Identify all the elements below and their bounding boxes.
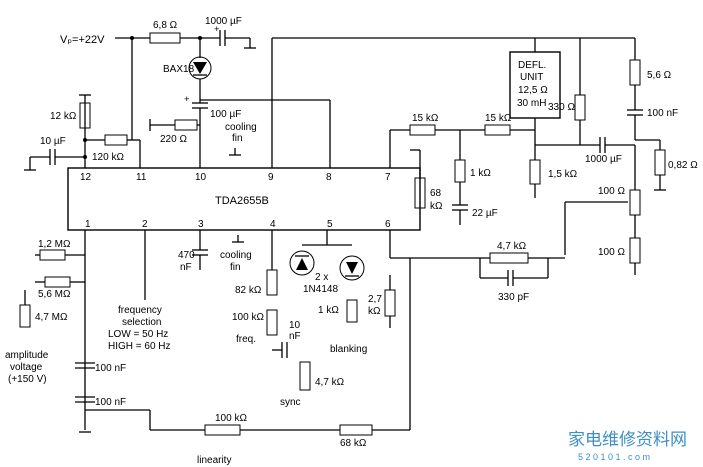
right-pot: 100 Ω 100 Ω — [564, 186, 641, 275]
svg-text:amplitude: amplitude — [5, 350, 49, 361]
svg-text:5 2 0 1 0 1 . c o m: 5 2 0 1 0 1 . c o m — [578, 452, 650, 462]
svg-text:100 Ω: 100 Ω — [598, 247, 625, 258]
svg-text:家电维修资料网: 家电维修资料网 — [568, 430, 687, 450]
svg-text:+: + — [214, 24, 220, 35]
svg-text:0,82 Ω: 0,82 Ω — [668, 160, 698, 171]
svg-text:470: 470 — [178, 250, 195, 261]
pin-9: 9 — [268, 172, 274, 183]
svg-text:100 nF: 100 nF — [647, 108, 678, 119]
pin-11: 11 — [136, 172, 147, 183]
svg-text:UNIT: UNIT — [520, 72, 543, 83]
svg-text:frequency: frequency — [118, 305, 162, 316]
watermark: 家电维修资料网 5 2 0 1 0 1 . c o m — [568, 430, 687, 462]
right-supply: DEFL. UNIT 12,5 Ω 30 mH 5,6 Ω 100 nF 0,8… — [271, 37, 698, 191]
deflection-unit — [509, 51, 561, 119]
pin-3: 3 — [198, 219, 204, 230]
svg-text:linearity: linearity — [197, 455, 231, 466]
timing-network: 470 nF cooling fin 82 kΩ 100 kΩ freq. 10… — [178, 230, 367, 408]
bax18-label: BAX18 — [163, 64, 195, 75]
pin7-network: 15 kΩ 15 kΩ 1 kΩ 22 µF 1,5 kΩ 68 kΩ — [389, 113, 578, 225]
svg-text:kΩ: kΩ — [368, 306, 381, 317]
r-6-8-label: 6,8 Ω — [153, 20, 178, 31]
bax18-diode: BAX18 + 100 µF 220 Ω cooling fin — [149, 36, 331, 168]
svg-text:10: 10 — [289, 320, 301, 331]
c-1000-top-label: 1000 µF — [205, 16, 242, 27]
svg-text:LOW = 50 Hz: LOW = 50 Hz — [108, 329, 168, 340]
r-12k-label: 12 kΩ — [50, 111, 77, 122]
svg-text:(+150 V): (+150 V) — [8, 374, 47, 385]
svg-text:30 mH: 30 mH — [517, 98, 546, 109]
amplitude-network: 1,2 MΩ 5,6 MΩ 4,7 MΩ amplitude voltage (… — [5, 230, 171, 433]
svg-text:82 kΩ: 82 kΩ — [235, 285, 262, 296]
resistor-6-8-ohm — [149, 32, 181, 44]
svg-text:fin: fin — [230, 262, 241, 273]
svg-text:100 nF: 100 nF — [95, 397, 126, 408]
svg-text:kΩ: kΩ — [430, 201, 443, 212]
input-network: 12 kΩ 120 kΩ 10 µF — [24, 94, 141, 171]
svg-text:2 x: 2 x — [315, 272, 328, 283]
svg-text:1 kΩ: 1 kΩ — [318, 305, 339, 316]
svg-text:1,2 MΩ: 1,2 MΩ — [38, 239, 71, 250]
svg-text:5,6 Ω: 5,6 Ω — [647, 70, 672, 81]
svg-text:2,7: 2,7 — [368, 294, 382, 305]
svg-text:cooling: cooling — [220, 250, 252, 261]
svg-text:4,7 kΩ: 4,7 kΩ — [497, 241, 527, 252]
linearity-network: 100 kΩ linearity 68 kΩ — [85, 409, 410, 466]
svg-text:100 nF: 100 nF — [95, 363, 126, 374]
svg-text:selection: selection — [122, 317, 161, 328]
svg-text:22 µF: 22 µF — [472, 208, 498, 219]
pin-1: 1 — [85, 219, 91, 230]
svg-text:68 kΩ: 68 kΩ — [340, 438, 367, 449]
supply-rail: Vₚ=+22V 6,8 Ω + 1000 µF — [60, 16, 256, 140]
svg-text:100 kΩ: 100 kΩ — [232, 312, 264, 323]
svg-text:330 Ω: 330 Ω — [548, 102, 575, 113]
supply-label: Vₚ=+22V — [60, 34, 105, 46]
svg-text:4,7 MΩ: 4,7 MΩ — [35, 312, 68, 323]
svg-text:freq.: freq. — [236, 334, 256, 345]
c-10u-label: 10 µF — [40, 136, 66, 147]
svg-text:voltage: voltage — [10, 362, 43, 373]
pin-5: 5 — [327, 219, 333, 230]
svg-text:HIGH = 60 Hz: HIGH = 60 Hz — [108, 341, 171, 352]
pin-7: 7 — [385, 172, 391, 183]
svg-text:1 kΩ: 1 kΩ — [470, 168, 491, 179]
pin-6: 6 — [385, 219, 391, 230]
svg-text:DEFL.: DEFL. — [518, 60, 546, 71]
svg-text:100 Ω: 100 Ω — [598, 186, 625, 197]
cooling-fin-top-2: fin — [232, 133, 243, 144]
svg-text:4,7 kΩ: 4,7 kΩ — [315, 377, 345, 388]
svg-text:100 kΩ: 100 kΩ — [215, 413, 247, 424]
svg-text:blanking: blanking — [330, 344, 367, 355]
svg-text:68: 68 — [430, 188, 442, 199]
pin6-feedback: 4,7 kΩ 330 pF 2,7 kΩ — [368, 230, 565, 430]
c-100u-label: 100 µF — [210, 109, 241, 120]
ic-body — [67, 167, 421, 231]
r-120k-label: 120 kΩ — [92, 152, 124, 163]
ic-name: TDA2655B — [215, 195, 269, 207]
svg-text:nF: nF — [180, 262, 192, 273]
pin-12: 12 — [80, 172, 92, 183]
r-220-label: 220 Ω — [160, 134, 187, 145]
svg-text:330 pF: 330 pF — [498, 292, 529, 303]
resistor-120k — [104, 134, 128, 146]
resistor-12k — [79, 102, 91, 129]
svg-text:12,5 Ω: 12,5 Ω — [518, 85, 548, 96]
svg-text:+: + — [184, 94, 190, 105]
pin-8: 8 — [326, 172, 332, 183]
svg-text:sync: sync — [280, 397, 301, 408]
svg-text:1,5 kΩ: 1,5 kΩ — [548, 169, 578, 180]
pin-4: 4 — [270, 219, 276, 230]
svg-text:nF: nF — [289, 331, 301, 342]
cooling-fin-top-1: cooling — [225, 122, 257, 133]
svg-text:15 kΩ: 15 kΩ — [412, 113, 439, 124]
pin-2: 2 — [142, 219, 148, 230]
svg-text:1N4148: 1N4148 — [303, 284, 338, 295]
pin-10: 10 — [195, 172, 207, 183]
svg-text:5,6 MΩ: 5,6 MΩ — [38, 289, 71, 300]
svg-text:1000 µF: 1000 µF — [585, 154, 622, 165]
svg-text:15 kΩ: 15 kΩ — [485, 113, 512, 124]
